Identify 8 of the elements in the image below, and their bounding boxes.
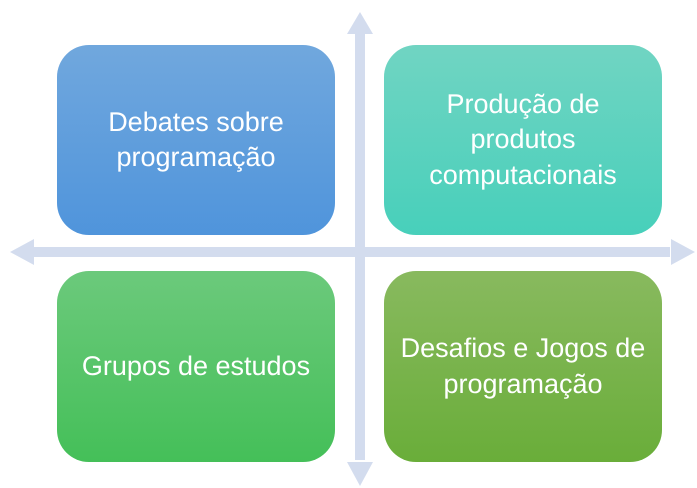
- box-label: Grupos de estudos: [82, 350, 310, 383]
- rounded-box: [384, 45, 662, 235]
- rounded-box: [57, 45, 335, 235]
- box-label: Desafios e Jogos de programação: [400, 332, 646, 401]
- box-label: Produção de produtos computacionais: [428, 88, 618, 192]
- rounded-box: [384, 271, 662, 462]
- rounded-box: [57, 271, 335, 462]
- box-label: Debates sobre programação: [107, 106, 285, 174]
